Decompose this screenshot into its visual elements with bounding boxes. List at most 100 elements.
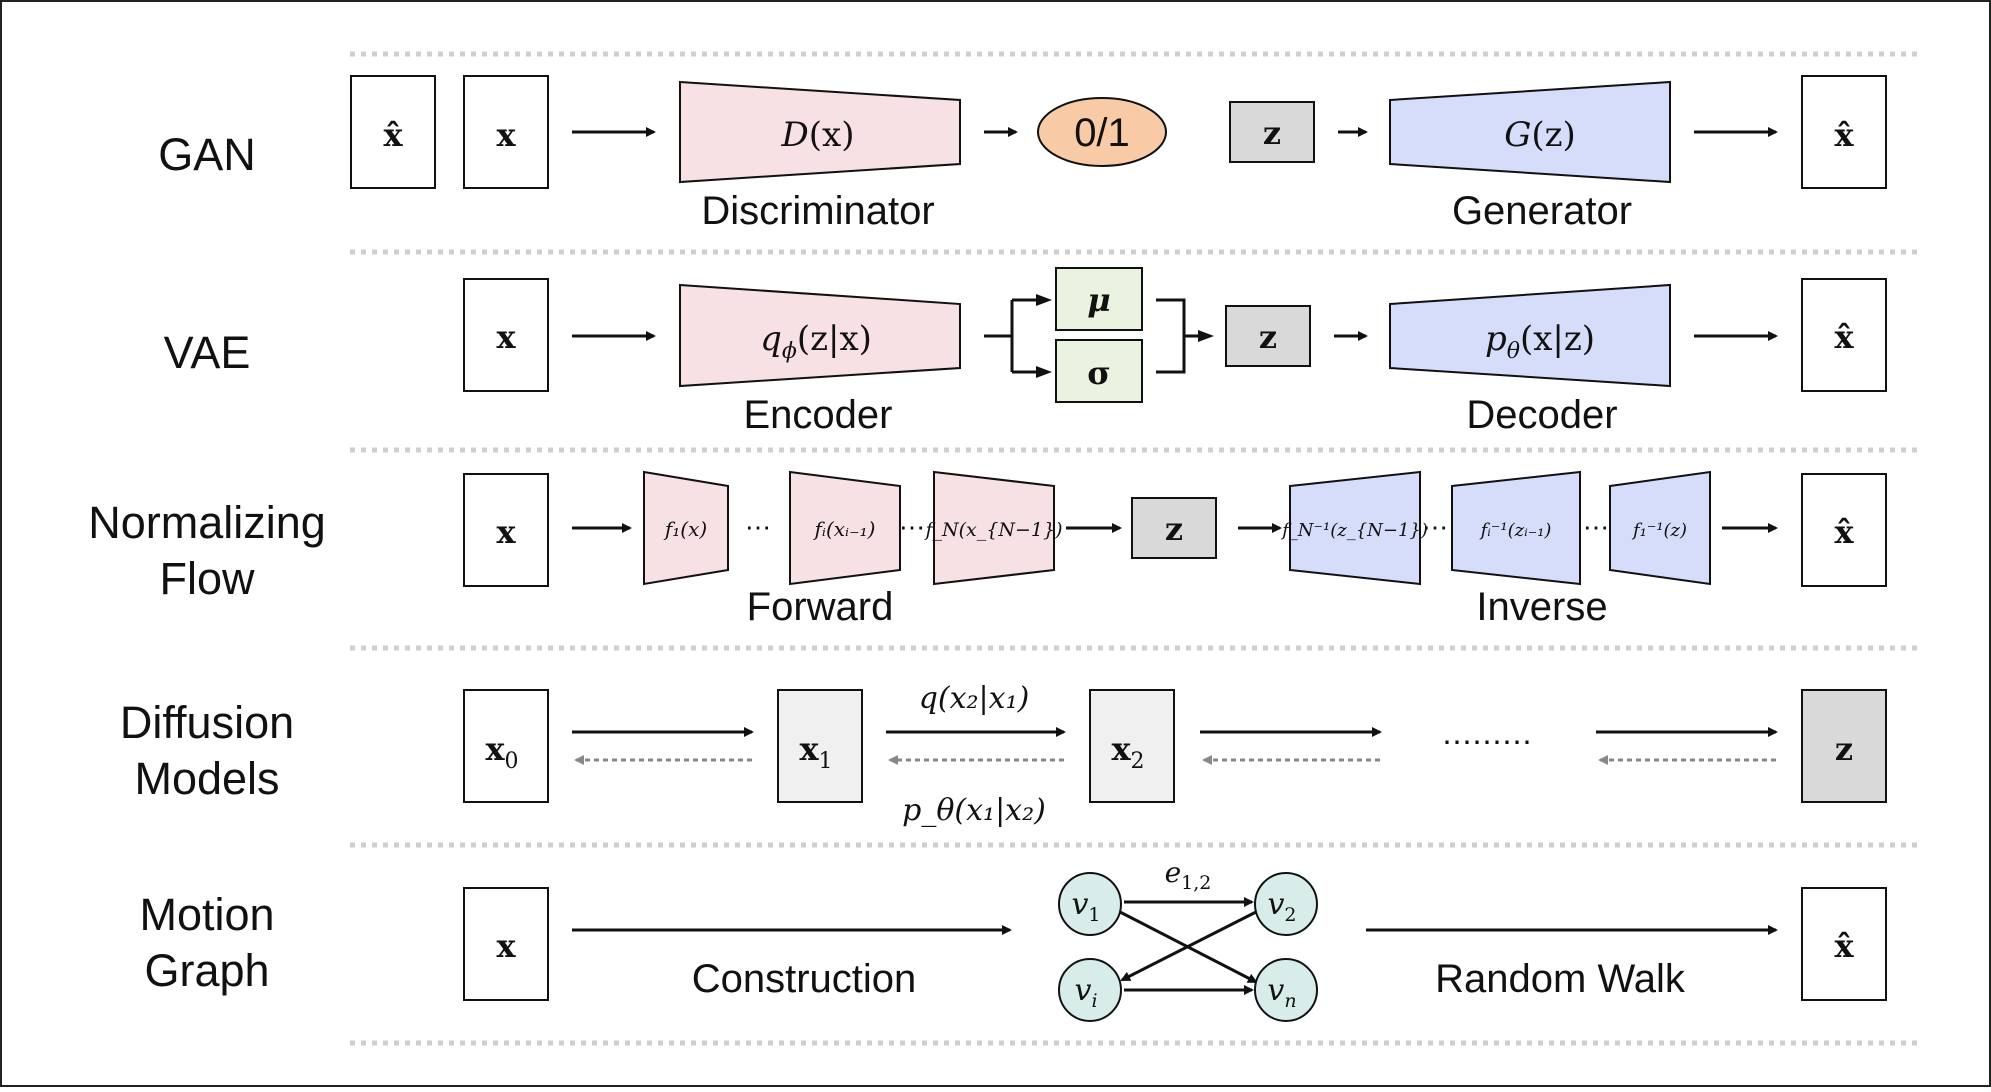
x1-symbol: x1 — [799, 730, 832, 774]
decoder-label: Decoder — [1466, 393, 1617, 437]
encoder-block — [679, 283, 961, 388]
graph-node-vn — [1254, 958, 1318, 1022]
sigma-symbol: σ — [1087, 354, 1111, 392]
x2-symbol: x2 — [1111, 730, 1144, 774]
merge-arrowhead — [1198, 330, 1214, 342]
z-symbol: z — [1165, 510, 1183, 548]
flow-inv-N-formula: f_N⁻¹(z_{N−1}) — [1280, 520, 1428, 541]
decoder-block — [1389, 283, 1671, 388]
xhat-output-box — [1801, 473, 1887, 587]
flow-fN-formula: f_N(x_{N−1}) — [923, 519, 1062, 541]
z-symbol: z — [1263, 114, 1281, 152]
flow-dots: ⋯ — [1422, 513, 1448, 543]
graph-node-v2-label: v2 — [1267, 887, 1296, 926]
xhat-output-symbol: x̂ — [1834, 927, 1854, 965]
forward-equation: q(x₂|x₁) — [919, 681, 1030, 716]
row-label-motion-line2: Graph — [144, 945, 269, 996]
decoder-formula: pθ(x|z) — [1485, 319, 1595, 364]
x2-box — [1089, 689, 1175, 803]
reverse-equation: p_θ(x₁|x₂) — [902, 793, 1046, 828]
generator-formula: G(z) — [1504, 115, 1576, 155]
z-box — [1229, 101, 1315, 163]
graph-node-v1-label: v1 — [1071, 887, 1100, 926]
z-box — [1801, 689, 1887, 803]
flow-inv-1-formula: f₁⁻¹(z) — [1631, 520, 1687, 541]
mu-symbol: μ — [1087, 281, 1110, 319]
flow-dots: ⋯ — [1583, 513, 1609, 543]
flow-inv-1-block — [1609, 470, 1711, 586]
x-symbol: x — [496, 318, 516, 356]
discriminator-label: Discriminator — [701, 189, 934, 233]
xhat-output-box — [1801, 887, 1887, 1001]
x-box — [463, 887, 549, 1001]
x1-box — [777, 689, 863, 803]
row-vae: VAE x qϕ(z|x) Encoder μ σ z pθ(x|z) Deco… — [164, 267, 1887, 437]
row-flow: Normalizing Flow x f₁(x) ⋯ fᵢ(xᵢ₋₁) ⋯ f_… — [88, 470, 1887, 629]
z-box — [1225, 305, 1311, 367]
xhat-output-symbol: x̂ — [1834, 116, 1854, 154]
encoder-formula: qϕ(z|x) — [760, 319, 872, 364]
row-label-flow-line2: Flow — [159, 553, 255, 604]
xhat-symbol: x̂ — [383, 116, 403, 154]
graph-node-vn-label: vn — [1267, 973, 1296, 1012]
row-label-motion-line1: Motion — [139, 889, 274, 940]
generator-label: Generator — [1452, 189, 1632, 233]
x-symbol: x — [496, 513, 516, 551]
construction-label: Construction — [692, 957, 917, 1001]
z-symbol: z — [1835, 730, 1853, 768]
encoder-label: Encoder — [744, 393, 893, 437]
flow-inv-i-formula: fᵢ⁻¹(zᵢ₋₁) — [1479, 520, 1552, 541]
flow-inv-i-block — [1451, 470, 1581, 586]
inverse-label: Inverse — [1476, 585, 1607, 629]
z-box — [1131, 497, 1217, 559]
discriminator-block — [679, 80, 961, 184]
flow-fi-formula: fᵢ(xᵢ₋₁) — [813, 517, 876, 541]
row-label-vae: VAE — [164, 327, 251, 378]
xhat-output-symbol: x̂ — [1834, 513, 1854, 551]
real-fake-label: 0/1 — [1074, 111, 1130, 155]
flow-dots: ⋯ — [899, 513, 925, 543]
x-symbol: x — [496, 927, 516, 965]
row-motion-graph: Motion Graph x Construction e1,2 v1 v2 v… — [139, 856, 1887, 1022]
x0-symbol: x0 — [485, 730, 518, 774]
split-arrowheads — [1036, 294, 1052, 378]
row-gan: GAN x̂ x D(x) Discriminator 0/1 z G(z) G… — [158, 75, 1887, 233]
x-symbol: x — [496, 116, 516, 154]
discriminator-formula: D(x) — [781, 115, 855, 155]
x-box — [463, 75, 549, 189]
x-box — [463, 473, 549, 587]
flow-inv-N-block — [1289, 470, 1421, 586]
row-label-gan: GAN — [158, 129, 256, 180]
xhat-box — [350, 75, 436, 189]
z-symbol: z — [1259, 318, 1277, 356]
graph-node-vi — [1058, 958, 1122, 1022]
row-label-flow-line1: Normalizing — [88, 497, 326, 548]
graph-node-v2 — [1254, 872, 1318, 936]
graph-edge — [1120, 910, 1257, 982]
row-diffusion: Diffusion Models x0 x1 q(x₂|x₁) p_θ(x₁|x… — [120, 681, 1887, 828]
split-bracket — [984, 298, 1044, 374]
mu-box — [1055, 267, 1143, 331]
flow-fi-block — [789, 470, 901, 586]
xhat-output-box — [1801, 75, 1887, 189]
flow-fN-block — [933, 470, 1055, 586]
row-label-diffusion-line2: Models — [134, 753, 279, 804]
xhat-output-symbol: x̂ — [1834, 318, 1854, 356]
random-walk-label: Random Walk — [1435, 957, 1686, 1001]
graph-node-vi-label: vi — [1074, 973, 1097, 1012]
flow-dots: ⋯ — [745, 513, 771, 543]
flow-f1-formula: f₁(x) — [663, 517, 707, 541]
x0-box — [463, 689, 549, 803]
row-separators — [350, 51, 1920, 1046]
generator-block — [1389, 80, 1671, 184]
diffusion-dots: ⋯⋯⋯ — [1442, 725, 1532, 760]
edge-label: e1,2 — [1165, 856, 1212, 894]
forward-label: Forward — [747, 585, 894, 629]
merge-bracket — [1156, 298, 1202, 374]
x-box — [463, 278, 549, 392]
row-label-diffusion-line1: Diffusion — [120, 697, 294, 748]
xhat-output-box — [1801, 278, 1887, 392]
